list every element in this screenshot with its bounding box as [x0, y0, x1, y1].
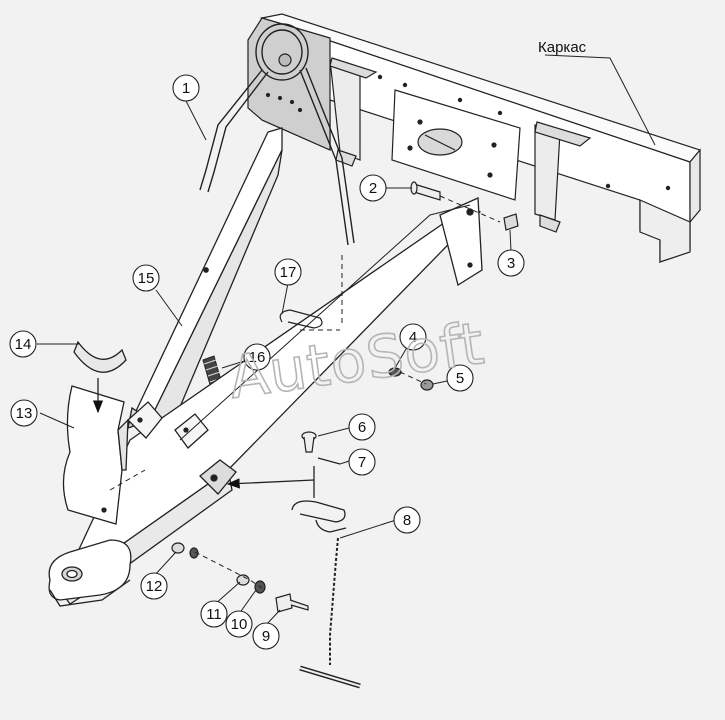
arrow-to-drawbar — [226, 466, 315, 498]
svg-text:13: 13 — [16, 405, 33, 422]
part-3-bushing — [503, 213, 519, 231]
callouts: 1 2 3 4 5 6 7 8 9 10 11 12 13 14 15 16 1… — [9, 74, 525, 650]
callout-17: 17 — [274, 258, 302, 286]
callout-9: 9 — [252, 622, 280, 650]
part-15-strut — [126, 127, 283, 442]
callout-15: 15 — [132, 264, 160, 292]
callout-12: 12 — [140, 572, 168, 600]
svg-text:17: 17 — [280, 264, 297, 281]
part-12-nut — [171, 542, 199, 559]
callout-3: 3 — [497, 249, 525, 277]
callout-16: 16 — [243, 343, 271, 371]
callout-4: 4 — [399, 323, 427, 351]
part-9-bolt — [275, 593, 309, 613]
svg-text:5: 5 — [456, 370, 464, 387]
callout-5: 5 — [446, 364, 474, 392]
svg-text:7: 7 — [358, 454, 366, 471]
callout-1: 1 — [172, 74, 200, 102]
callout-6: 6 — [348, 413, 376, 441]
frame-side-plate — [247, 17, 331, 151]
frame-label: Каркас — [538, 39, 587, 56]
svg-text:2: 2 — [369, 180, 377, 197]
svg-text:6: 6 — [358, 419, 366, 436]
callout-11: 11 — [200, 600, 228, 628]
svg-text:12: 12 — [146, 578, 163, 595]
callout-8: 8 — [393, 506, 421, 534]
part-7-cotter — [317, 457, 341, 465]
svg-text:8: 8 — [403, 512, 411, 529]
callout-7: 7 — [348, 448, 376, 476]
svg-text:15: 15 — [138, 270, 155, 287]
svg-text:4: 4 — [409, 329, 417, 346]
svg-text:9: 9 — [262, 628, 270, 645]
assembly-lines — [109, 195, 501, 589]
leader-lines — [37, 54, 656, 626]
svg-text:3: 3 — [507, 255, 515, 272]
part-2-pin — [410, 181, 441, 201]
part-5-nut — [420, 379, 434, 391]
part-13-support — [62, 385, 129, 525]
svg-text:1: 1 — [182, 80, 190, 97]
part-17-clip — [279, 309, 323, 329]
callout-2: 2 — [359, 174, 387, 202]
callout-13: 13 — [10, 399, 38, 427]
part-8-chain-hook — [291, 500, 361, 689]
svg-text:16: 16 — [249, 349, 266, 366]
svg-text:14: 14 — [15, 336, 32, 353]
frame-beam — [259, 13, 702, 263]
callout-10: 10 — [225, 610, 253, 638]
part-1-hoop-rod — [199, 23, 355, 246]
part-6-pin — [301, 431, 317, 453]
part-14-half-ring — [73, 340, 127, 373]
callout-14: 14 — [9, 330, 37, 358]
drawbar-body — [48, 197, 483, 607]
svg-text:11: 11 — [206, 606, 222, 623]
svg-text:10: 10 — [231, 616, 248, 633]
